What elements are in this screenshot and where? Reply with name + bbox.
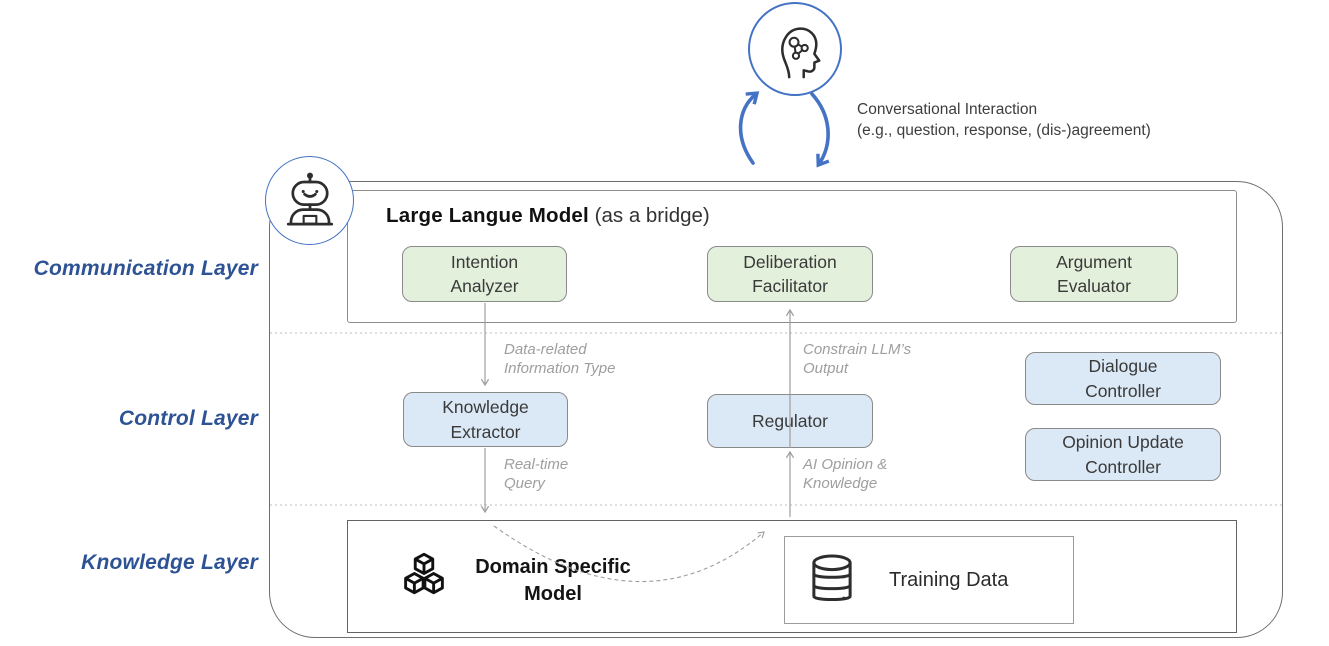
llm-title-main: Large Langue Model (386, 204, 589, 227)
flow-label-constrain-output: Constrain LLM’s Output (803, 341, 911, 379)
module-label: Regulator (752, 410, 828, 431)
knowledge-layer-box: Domain Specific Model Training Data (347, 520, 1237, 633)
flow-line: Knowledge (803, 474, 878, 492)
flow-line: Query (504, 474, 545, 492)
cubes-icon (396, 549, 452, 605)
flow-line: Output (803, 359, 849, 377)
arrow-user-downward (810, 92, 830, 164)
flow-line: Information Type (504, 359, 616, 377)
flow-line: AI Opinion & (803, 456, 888, 473)
flow-label-data-related: Data-related Information Type (504, 341, 615, 379)
flow-label-realtime-query: Real-time Query (504, 456, 568, 494)
flow-line: Constrain LLM’s (803, 341, 912, 358)
module-label: Dialogue Controller (1085, 356, 1161, 401)
interaction-line-1: Conversational Interaction (857, 101, 1038, 118)
human-head-network-icon (748, 2, 842, 96)
database-glyph (812, 554, 852, 602)
training-data-box: Training Data (784, 536, 1074, 624)
module-intention-analyzer: Intention Analyzer (402, 246, 567, 302)
control-layer-label: Control Layer (118, 407, 258, 430)
module-opinion-update-controller: Opinion Update Controller (1025, 428, 1221, 481)
llm-title: Large Langue Model (as a bridge) (386, 204, 710, 228)
module-regulator: Regulator (707, 394, 873, 448)
interaction-line-2: (e.g., question, response, (dis-)agreeme… (857, 121, 1151, 139)
module-label: Opinion Update Controller (1062, 432, 1184, 477)
module-deliberation-facilitator: Deliberation Facilitator (707, 246, 873, 302)
llm-title-subtitle: (as a bridge) (594, 204, 710, 227)
module-label: Knowledge Extractor (442, 397, 529, 442)
flow-label-ai-opinion: AI Opinion & Knowledge (803, 456, 887, 494)
module-label: Argument Evaluator (1056, 251, 1132, 297)
human-head-network-glyph (781, 27, 821, 79)
knowledge-layer-label: Knowledge Layer (81, 551, 258, 574)
module-knowledge-extractor: Knowledge Extractor (403, 392, 568, 447)
cubes-glyph (404, 552, 444, 595)
module-argument-evaluator: Argument Evaluator (1010, 246, 1178, 302)
flow-line: Data-related (504, 341, 587, 358)
module-dialogue-controller: Dialogue Controller (1025, 352, 1221, 405)
arrow-user-upward (738, 94, 756, 165)
module-label: Deliberation Facilitator (743, 251, 837, 297)
conversational-interaction-label: Conversational Interaction (e.g., questi… (857, 100, 1151, 142)
training-data-label: Training Data (889, 568, 1009, 591)
robot-icon (265, 156, 354, 245)
database-icon (803, 551, 861, 609)
module-label: Intention Analyzer (450, 251, 519, 297)
domain-specific-model-label: Domain Specific Model (475, 556, 631, 605)
robot-glyph (286, 172, 333, 225)
communication-layer-label: Communication Layer (33, 257, 258, 280)
flow-line: Real-time (504, 456, 569, 473)
